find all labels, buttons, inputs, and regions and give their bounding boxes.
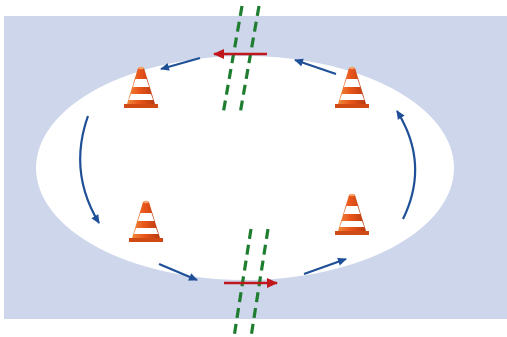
gate-dashed-line <box>221 5 244 115</box>
blue-arrow-top-right <box>294 58 337 76</box>
blue-arrow-bottom-left <box>158 262 198 282</box>
gate-dashed-line <box>238 5 261 115</box>
blue-arrow-right-curve <box>396 110 417 220</box>
blue-arrow-left-curve <box>79 115 100 224</box>
blue-arrow-top-left <box>160 56 201 71</box>
top-gate <box>221 5 261 115</box>
blue-arrow-bottom-right <box>303 257 347 276</box>
